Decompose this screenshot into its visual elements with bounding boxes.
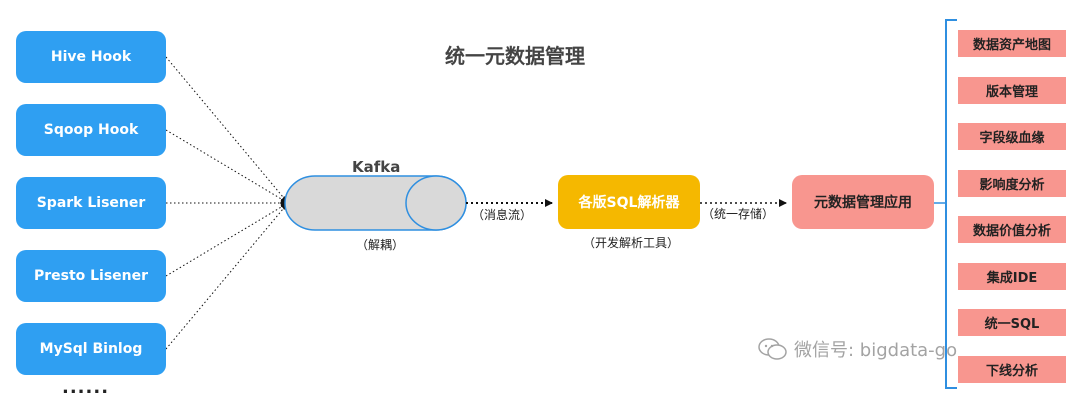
kafka-label: Kafka [352,158,401,176]
sql-parser-box: 各版SQL解析器 [558,175,700,229]
kafka-cylinder [284,175,467,231]
source-box: Hive Hook [16,31,166,83]
feature-box: 统一SQL [958,309,1066,336]
diagram-title: 统一元数据管理 [445,44,585,68]
sql-parser-label: 各版SQL解析器 [578,195,680,211]
metadata-app-label: 元数据管理应用 [814,195,912,211]
feature-box: 字段级血缘 [958,123,1066,150]
source-box: MySql Binlog [16,323,166,375]
watermark: 微信号: bigdata-go [758,336,957,362]
feature-box: 下线分析 [958,355,1066,383]
kafka-note: （解耦） [356,238,405,252]
sql-parser-note: （开发解析工具） [583,236,680,250]
source-connector [165,202,289,277]
feature-box: 集成IDE [958,262,1066,290]
features-bracket [945,19,957,389]
watermark-text: 微信号: bigdata-go [794,340,958,361]
feature-box: 数据价值分析 [958,216,1066,243]
wechat-icon [758,338,787,360]
source-box: Presto Lisener [16,250,166,302]
source-box: Sqoop Hook [16,104,166,156]
sources-ellipsis: ...... [62,377,110,398]
source-box: Spark Lisener [16,177,166,229]
source-connector [165,202,289,350]
feature-box: 版本管理 [958,76,1066,104]
feature-box: 影响度分析 [958,169,1066,197]
metadata-app-box: 元数据管理应用 [792,175,934,229]
source-connector [165,56,289,204]
edge-label-unified-storage: （统一存储） [702,207,775,221]
feature-box: 数据资产地图 [958,30,1066,57]
edge-label-message-stream: （消息流） [472,208,533,222]
source-connector [165,129,289,204]
